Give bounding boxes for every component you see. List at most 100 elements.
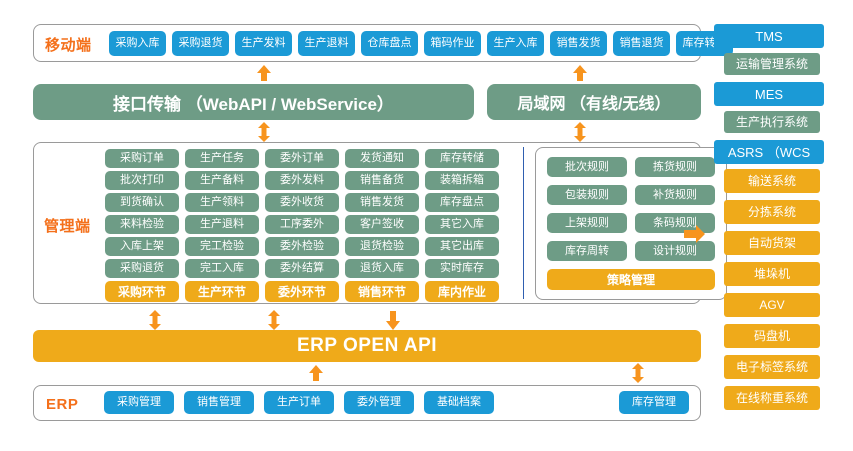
strategy-rule[interactable]: 条码规则 [635,213,715,233]
mobile-item[interactable]: 仓库盘点 [361,31,418,56]
mobile-item[interactable]: 销售退货 [613,31,670,56]
management-item[interactable]: 批次打印 [105,171,179,190]
management-column-sales: 发货通知 销售备货 销售发货 客户签收 退货检验 退货入库 销售环节 [345,149,419,302]
strategy-rule[interactable]: 库存周转 [547,241,627,261]
arrow-down-icon [384,310,402,330]
wcs-item[interactable]: AGV [724,293,820,317]
erp-label: ERP [46,396,79,413]
management-item[interactable]: 到货确认 [105,193,179,212]
mobile-terminal-items: 采购入库 采购退货 生产发料 生产退料 仓库盘点 箱码作业 生产入库 销售发货 … [109,31,733,56]
strategy-rule[interactable]: 设计规则 [635,241,715,261]
management-column-footer[interactable]: 委外环节 [265,281,339,302]
management-item[interactable]: 生产任务 [185,149,259,168]
management-item[interactable]: 销售发货 [345,193,419,212]
wcs-item[interactable]: 在线称重系统 [724,386,820,410]
arrow-up-icon [307,364,325,382]
erp-item[interactable]: 生产订单 [264,391,334,414]
erp-item[interactable]: 委外管理 [344,391,414,414]
wcs-item[interactable]: 输送系统 [724,169,820,193]
management-item[interactable]: 入库上架 [105,237,179,256]
asrs-wcs-header[interactable]: ASRS （WCS [714,140,824,164]
external-systems-column: TMS 运输管理系统 MES 生产执行系统 ASRS （WCS 输送系统 分拣系… [714,24,824,417]
erp-items: 采购管理 销售管理 生产订单 委外管理 基础档案 [104,391,494,414]
arrow-up-down-icon [571,122,589,142]
strategy-rule[interactable]: 补货规则 [635,185,715,205]
management-item[interactable]: 生产退料 [185,215,259,234]
management-item[interactable]: 库存盘点 [425,193,499,212]
management-item[interactable]: 完工入库 [185,259,259,278]
management-item[interactable]: 采购退货 [105,259,179,278]
management-item[interactable]: 退货检验 [345,237,419,256]
management-item[interactable]: 来料检验 [105,215,179,234]
management-item[interactable]: 销售备货 [345,171,419,190]
mobile-item[interactable]: 生产入库 [487,31,544,56]
management-item[interactable]: 其它入库 [425,215,499,234]
strategy-rule[interactable]: 上架规则 [547,213,627,233]
arrow-up-icon [255,64,273,82]
arrow-up-down-icon [265,310,283,330]
management-item[interactable]: 完工检验 [185,237,259,256]
management-item[interactable]: 采购订单 [105,149,179,168]
mobile-item[interactable]: 箱码作业 [424,31,481,56]
management-column-footer[interactable]: 采购环节 [105,281,179,302]
management-column-production: 生产任务 生产备料 生产领料 生产退料 完工检验 完工入库 生产环节 [185,149,259,302]
management-column-outsourcing: 委外订单 委外发料 委外收货 工序委外 委外检验 委外结算 委外环节 [265,149,339,302]
mobile-item[interactable]: 生产发料 [235,31,292,56]
wcs-item[interactable]: 电子标签系统 [724,355,820,379]
erp-panel: ERP 采购管理 销售管理 生产订单 委外管理 基础档案 库存管理 [33,385,701,421]
management-item[interactable]: 退货入库 [345,259,419,278]
mobile-terminal-label: 移动端 [45,37,92,54]
strategy-rule[interactable]: 包装规则 [547,185,627,205]
management-item[interactable]: 发货通知 [345,149,419,168]
mobile-item[interactable]: 生产退料 [298,31,355,56]
management-item[interactable]: 工序委外 [265,215,339,234]
erp-item[interactable]: 采购管理 [104,391,174,414]
strategy-management-footer[interactable]: 策略管理 [547,269,715,290]
tms-subsystem[interactable]: 运输管理系统 [724,53,820,75]
strategy-rule[interactable]: 批次规则 [547,157,627,177]
mobile-item[interactable]: 销售发货 [550,31,607,56]
management-item[interactable]: 生产领料 [185,193,259,212]
erp-item[interactable]: 基础档案 [424,391,494,414]
management-column-purchase: 采购订单 批次打印 到货确认 来料检验 入库上架 采购退货 采购环节 [105,149,179,302]
wcs-item[interactable]: 分拣系统 [724,200,820,224]
management-terminal-panel: 管理端 采购订单 批次打印 到货确认 来料检验 入库上架 采购退货 采购环节 生… [33,142,727,304]
wcs-item[interactable]: 堆垛机 [724,262,820,286]
arrow-up-down-icon [146,310,164,330]
management-column-footer[interactable]: 生产环节 [185,281,259,302]
mobile-item[interactable]: 采购入库 [109,31,166,56]
interface-transmission-bar: 接口传输 （WebAPI / WebService） [33,84,474,120]
arrow-up-down-icon [629,363,647,383]
erp-item-stock[interactable]: 库存管理 [619,391,689,414]
management-item[interactable]: 生产备料 [185,171,259,190]
management-item[interactable]: 委外发料 [265,171,339,190]
management-column-footer[interactable]: 库内作业 [425,281,499,302]
wcs-item[interactable]: 自动货架 [724,231,820,255]
management-item[interactable]: 实时库存 [425,259,499,278]
management-item[interactable]: 委外结算 [265,259,339,278]
management-item[interactable]: 委外收货 [265,193,339,212]
management-item[interactable]: 装箱拆箱 [425,171,499,190]
tms-header[interactable]: TMS [714,24,824,48]
erp-open-api-bar: ERP OPEN API [33,330,701,362]
management-grid: 采购订单 批次打印 到货确认 来料检验 入库上架 采购退货 采购环节 生产任务 … [105,149,499,302]
management-column-warehouse: 库存转储 装箱拆箱 库存盘点 其它入库 其它出库 实时库存 库内作业 [425,149,499,302]
wcs-item[interactable]: 码盘机 [724,324,820,348]
management-item[interactable]: 委外订单 [265,149,339,168]
arrow-up-icon [571,64,589,82]
management-item[interactable]: 其它出库 [425,237,499,256]
management-item[interactable]: 库存转储 [425,149,499,168]
mes-subsystem[interactable]: 生产执行系统 [724,111,820,133]
mes-header[interactable]: MES [714,82,824,106]
panel-divider [523,147,524,299]
management-terminal-label: 管理端 [44,218,91,235]
management-item[interactable]: 客户签收 [345,215,419,234]
mobile-item[interactable]: 采购退货 [172,31,229,56]
erp-item[interactable]: 销售管理 [184,391,254,414]
management-item[interactable]: 委外检验 [265,237,339,256]
management-column-footer[interactable]: 销售环节 [345,281,419,302]
arrow-right-icon [684,224,706,244]
strategy-rule[interactable]: 拣货规则 [635,157,715,177]
arrow-up-down-icon [255,122,273,142]
